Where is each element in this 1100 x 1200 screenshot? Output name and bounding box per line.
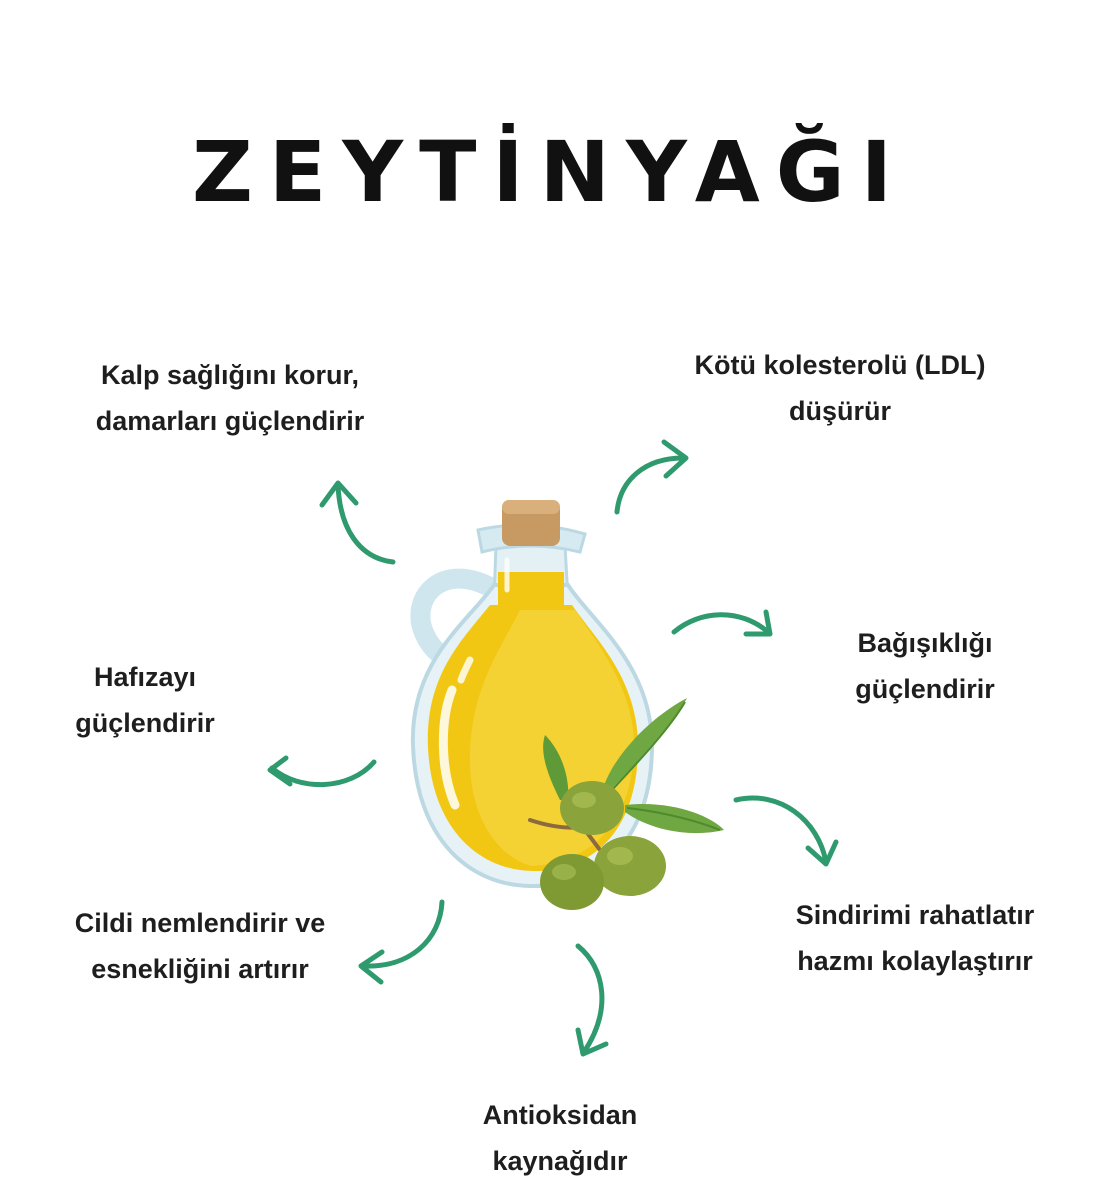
- arrow-to-antiox: [575, 943, 609, 1057]
- benefit-immune-line2: güçlendirir: [855, 674, 995, 704]
- benefit-digest-line1: Sindirimi rahatlatır: [795, 900, 1035, 930]
- benefit-memory: Hafızayı güçlendirir: [30, 654, 260, 746]
- benefit-memory-line1: Hafızayı: [93, 662, 197, 692]
- benefit-heart-line2: damarları güçlendirir: [95, 406, 365, 436]
- arrow-to-memory: [267, 755, 377, 787]
- page-title: ZEYTİNYAĞI: [192, 123, 908, 221]
- arrow-to-heart: [319, 480, 396, 565]
- arrow-to-skin: [358, 899, 445, 985]
- benefit-skin-line1: Cildi nemlendirir ve: [74, 908, 326, 938]
- benefit-memory-line2: güçlendirir: [75, 708, 215, 738]
- benefit-skin: Cildi nemlendirir ve esnekliğini artırır: [20, 900, 380, 992]
- benefit-ldl: Kötü kolesterolü (LDL) düşürür: [650, 342, 1030, 434]
- benefit-antiox-line1: Antioksidan: [482, 1100, 638, 1130]
- benefit-digest: Sindirimi rahatlatır hazmı kolaylaştırır: [745, 892, 1085, 984]
- benefit-immune: Bağışıklığı güçlendirir: [810, 620, 1040, 712]
- benefit-heart: Kalp sağlığını korur, damarları güçlendi…: [40, 352, 420, 444]
- benefit-immune-line1: Bağışıklığı: [857, 628, 993, 658]
- benefit-antiox: Antioksidan kaynağıdır: [440, 1092, 680, 1184]
- arrow-to-immune: [671, 609, 773, 637]
- benefit-ldl-line2: düşürür: [788, 396, 891, 426]
- benefit-ldl-line1: Kötü kolesterolü (LDL): [694, 350, 986, 380]
- arrow-to-digest: [733, 795, 839, 867]
- benefit-digest-line2: hazmı kolaylaştırır: [797, 946, 1033, 976]
- arrow-to-ldl: [614, 439, 689, 515]
- benefit-antiox-line2: kaynağıdır: [492, 1146, 628, 1176]
- benefit-skin-line2: esnekliğini artırır: [91, 954, 309, 984]
- benefit-heart-line1: Kalp sağlığını korur,: [100, 360, 360, 390]
